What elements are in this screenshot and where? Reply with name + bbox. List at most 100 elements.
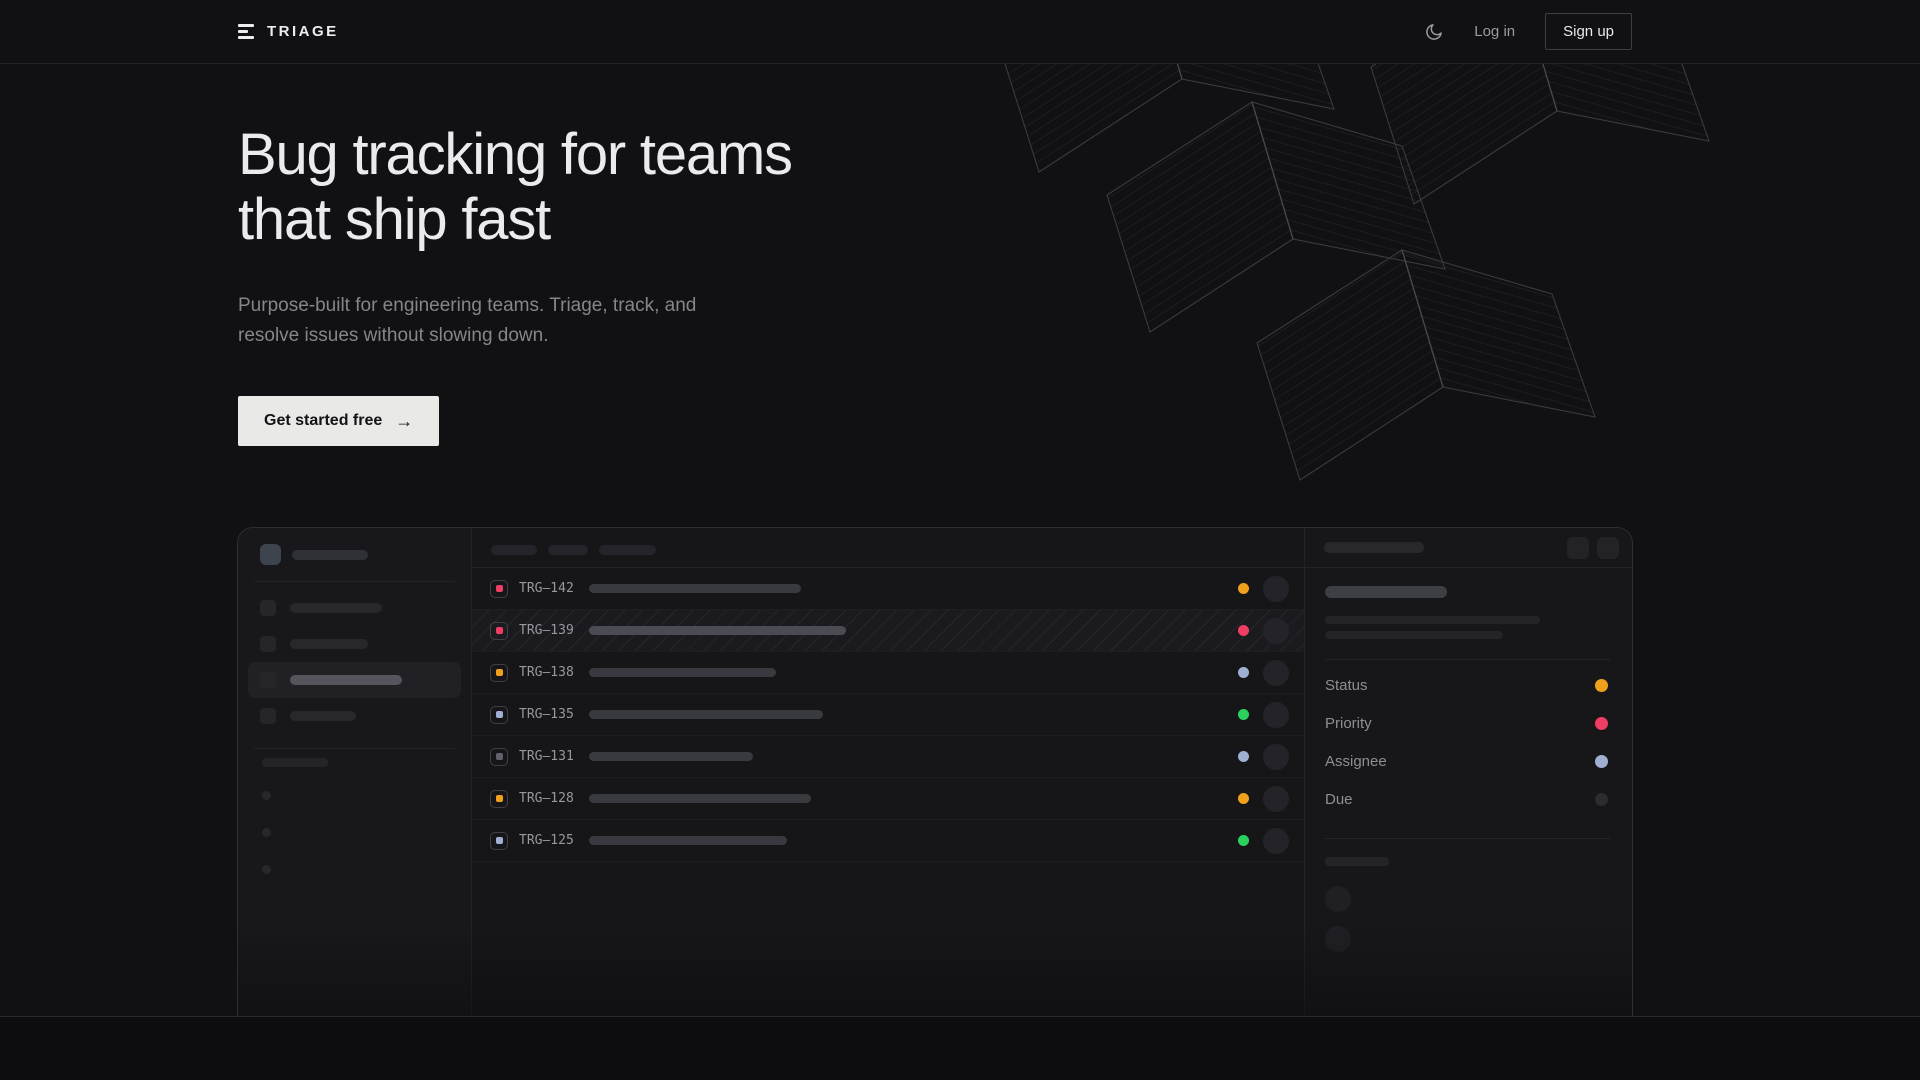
issue-status-dot: [1238, 793, 1249, 804]
detail-field-row: Due: [1325, 780, 1610, 818]
sidebar-divider: [254, 748, 455, 749]
issue-id: TRG–135: [519, 707, 574, 722]
section-divider: [0, 1016, 1920, 1017]
skeleton-bar: [1324, 542, 1424, 553]
nav-item-icon: [260, 708, 276, 724]
detail-action-button: [1597, 536, 1619, 559]
hero-title: Bug tracking for teams that ship fast: [238, 122, 793, 252]
hero-subtitle: Purpose-built for engineering teams. Tri…: [238, 295, 697, 346]
detail-section-label-skeleton: [1325, 857, 1389, 866]
sidebar-dot: [262, 865, 271, 874]
brand-logo-icon: [238, 24, 254, 39]
preview-detail-panel: Status Priority Assignee Due: [1304, 528, 1632, 1016]
skeleton-bar: [290, 603, 382, 613]
nav-item-icon: [260, 600, 276, 616]
issue-type-icon: [490, 747, 508, 766]
issue-row: TRG–135: [472, 694, 1304, 736]
detail-title-skeleton: [1325, 586, 1447, 598]
skeleton-bar: [290, 675, 402, 685]
tab-skeleton: [548, 544, 588, 555]
issue-id: TRG–139: [519, 623, 574, 638]
field-label: Assignee: [1325, 752, 1387, 770]
issue-avatar: [1263, 659, 1289, 686]
detail-divider: [1325, 659, 1610, 660]
brand-name: TRIAGE: [267, 23, 339, 40]
issue-title-skeleton: [589, 836, 787, 845]
issue-id: TRG–131: [519, 749, 574, 764]
issue-title-skeleton: [589, 584, 801, 593]
detail-field-row: Assignee: [1325, 742, 1610, 780]
theme-toggle-button[interactable]: [1424, 22, 1444, 42]
activity-avatar-skeleton: [1325, 926, 1351, 952]
issue-avatar: [1263, 827, 1289, 854]
issue-avatar: [1263, 617, 1289, 644]
hero-title-line1: Bug tracking for teams: [238, 122, 793, 187]
issue-row: TRG–139: [472, 610, 1304, 652]
preview-sidebar: [238, 528, 472, 1016]
field-value-dot: [1595, 792, 1608, 806]
activity-avatar-skeleton: [1325, 886, 1351, 912]
detail-header: [1305, 528, 1632, 568]
detail-text-skeleton: [1325, 616, 1540, 624]
sidebar-dot: [262, 791, 271, 800]
app-preview-card: TRG–142 TRG–139 TRG–138 TRG–135 TRG–131: [237, 527, 1633, 1016]
issue-id: TRG–138: [519, 665, 574, 680]
field-label: Priority: [1325, 714, 1372, 732]
top-nav: TRIAGE Log in Sign up: [0, 0, 1920, 64]
detail-field-row: Status: [1325, 666, 1610, 704]
sidebar-nav-item-active: [248, 662, 461, 698]
bottom-section: [0, 1017, 1920, 1080]
issue-row: TRG–142: [472, 568, 1304, 610]
issue-type-icon: [490, 789, 508, 808]
field-value-dot: [1595, 754, 1608, 768]
issue-avatar: [1263, 701, 1289, 728]
sidebar-nav-item: [248, 698, 461, 734]
issue-type-icon: [490, 579, 508, 598]
issue-status-dot: [1238, 625, 1249, 636]
issue-row: TRG–131: [472, 736, 1304, 778]
detail-text-skeleton: [1325, 631, 1503, 639]
detail-field-row: Priority: [1325, 704, 1610, 742]
signup-button[interactable]: Sign up: [1545, 13, 1632, 50]
tab-skeleton: [599, 544, 656, 555]
nav-item-icon: [260, 672, 276, 688]
cta-button[interactable]: Get started free →: [238, 396, 440, 446]
field-label: Status: [1325, 676, 1368, 694]
issue-title-skeleton: [589, 626, 846, 635]
issue-type-icon: [490, 621, 508, 640]
issue-row: TRG–128: [472, 778, 1304, 820]
issue-id: TRG–125: [519, 833, 574, 848]
sidebar-nav-item: [248, 626, 461, 662]
sidebar-dot: [262, 828, 271, 837]
issue-status-dot: [1238, 835, 1249, 846]
issue-type-icon: [490, 663, 508, 682]
field-value-dot: [1595, 716, 1608, 730]
field-label: Due: [1325, 790, 1353, 808]
cta-label: Get started free: [264, 412, 383, 429]
brand: TRIAGE: [238, 23, 339, 40]
sidebar-divider: [254, 581, 455, 582]
tab-skeleton: [491, 544, 537, 555]
issue-avatar: [1263, 575, 1289, 602]
issue-row: TRG–138: [472, 652, 1304, 694]
issue-row: TRG–125: [472, 820, 1304, 862]
login-link[interactable]: Log in: [1474, 23, 1516, 40]
issue-id: TRG–142: [519, 581, 574, 596]
list-tabs-skeleton: [472, 528, 1304, 568]
moon-icon: [1426, 23, 1443, 40]
workspace-switcher-skeleton: [238, 528, 471, 581]
issue-avatar: [1263, 743, 1289, 770]
issue-type-icon: [490, 831, 508, 850]
hero-title-line2: that ship fast: [238, 187, 551, 252]
sidebar-nav-item: [248, 590, 461, 626]
issue-title-skeleton: [589, 668, 776, 677]
issue-type-icon: [490, 705, 508, 724]
field-value-dot: [1595, 678, 1608, 692]
issue-title-skeleton: [589, 752, 753, 761]
skeleton-bar: [292, 549, 368, 560]
workspace-avatar: [260, 544, 281, 565]
nav-item-icon: [260, 636, 276, 652]
issue-id: TRG–128: [519, 791, 574, 806]
sidebar-section-label-skeleton: [262, 758, 328, 767]
issue-status-dot: [1238, 751, 1249, 762]
